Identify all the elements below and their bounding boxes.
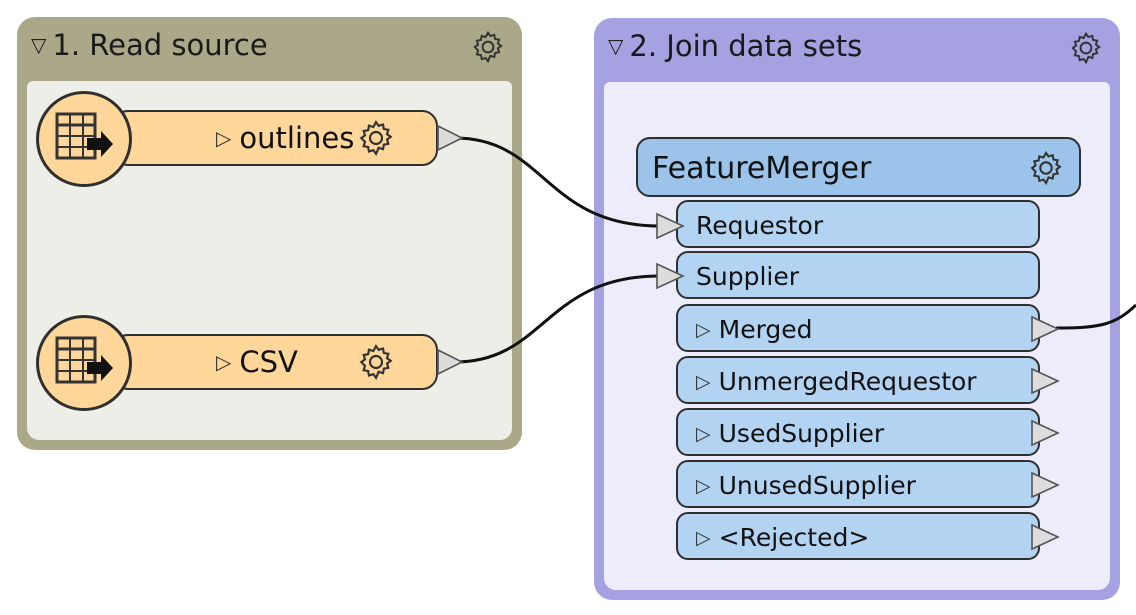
bookmark-title-bar[interactable]: ▽ 1. Read source xyxy=(31,28,268,62)
gear-icon[interactable] xyxy=(1027,149,1065,187)
reader-circle-csv[interactable] xyxy=(36,315,132,411)
expand-triangle-icon[interactable]: ▷ xyxy=(696,370,711,393)
expand-triangle-icon[interactable]: ▷ xyxy=(696,474,711,497)
expand-triangle-icon[interactable]: ▷ xyxy=(696,422,711,445)
port-label: ▷ UnmergedRequestor xyxy=(696,367,977,396)
triangle-down-icon[interactable]: ▽ xyxy=(31,33,47,57)
output-port-unmergedrequestor[interactable]: ▷ UnmergedRequestor xyxy=(676,356,1040,404)
port-label: ▷ UsedSupplier xyxy=(696,419,885,448)
transformer-featuremerger[interactable]: FeatureMerger xyxy=(636,137,1081,197)
reader-circle-outlines[interactable] xyxy=(36,91,132,187)
bookmark-title: 1. Read source xyxy=(52,28,268,62)
input-port-arrow-icon[interactable] xyxy=(655,211,685,241)
output-port-unusedsupplier[interactable]: ▷ UnusedSupplier xyxy=(676,460,1040,508)
reader-name: outlines xyxy=(239,121,355,155)
reader-outlines[interactable]: ▷ outlines xyxy=(112,110,438,166)
input-port-supplier[interactable]: Supplier xyxy=(676,251,1040,299)
reader-label: ▷ outlines xyxy=(216,121,354,155)
transformer-name: FeatureMerger xyxy=(652,151,872,186)
output-port-arrow-icon[interactable] xyxy=(1030,366,1060,396)
gear-icon[interactable] xyxy=(356,342,396,382)
output-port-usedsupplier[interactable]: ▷ UsedSupplier xyxy=(676,408,1040,456)
gear-icon[interactable] xyxy=(1068,30,1104,66)
input-port-requestor[interactable]: Requestor xyxy=(676,200,1040,248)
port-label: Supplier xyxy=(696,262,800,291)
port-label: ▷ UnusedSupplier xyxy=(696,471,916,500)
reader-csv[interactable]: ▷ CSV xyxy=(112,334,438,390)
output-port-arrow-icon[interactable] xyxy=(1030,314,1060,344)
gear-icon[interactable] xyxy=(470,29,506,65)
port-label: Requestor xyxy=(696,211,824,240)
expand-triangle-icon[interactable]: ▷ xyxy=(696,526,711,549)
expand-triangle-icon[interactable]: ▷ xyxy=(216,350,232,374)
expand-triangle-icon[interactable]: ▷ xyxy=(216,126,232,150)
input-port-arrow-icon[interactable] xyxy=(655,261,685,291)
reader-label: ▷ CSV xyxy=(216,345,298,379)
table-reader-icon xyxy=(55,112,113,160)
output-port-icon[interactable] xyxy=(436,348,464,376)
expand-triangle-icon[interactable]: ▷ xyxy=(696,318,711,341)
output-port-icon[interactable] xyxy=(436,124,464,152)
bookmark-title: 2. Join data sets xyxy=(629,29,863,63)
reader-name: CSV xyxy=(239,345,298,379)
gear-icon[interactable] xyxy=(356,118,396,158)
output-port-arrow-icon[interactable] xyxy=(1030,522,1060,552)
output-port-arrow-icon[interactable] xyxy=(1030,470,1060,500)
table-reader-icon xyxy=(55,336,113,384)
output-port-rejected[interactable]: ▷ <Rejected> xyxy=(676,512,1040,560)
output-port-merged[interactable]: ▷ Merged xyxy=(676,304,1040,352)
bookmark-title-bar[interactable]: ▽ 2. Join data sets xyxy=(608,29,862,63)
output-port-arrow-icon[interactable] xyxy=(1030,418,1060,448)
triangle-down-icon[interactable]: ▽ xyxy=(608,34,624,58)
port-label: ▷ <Rejected> xyxy=(696,523,870,552)
port-label: ▷ Merged xyxy=(696,315,813,344)
